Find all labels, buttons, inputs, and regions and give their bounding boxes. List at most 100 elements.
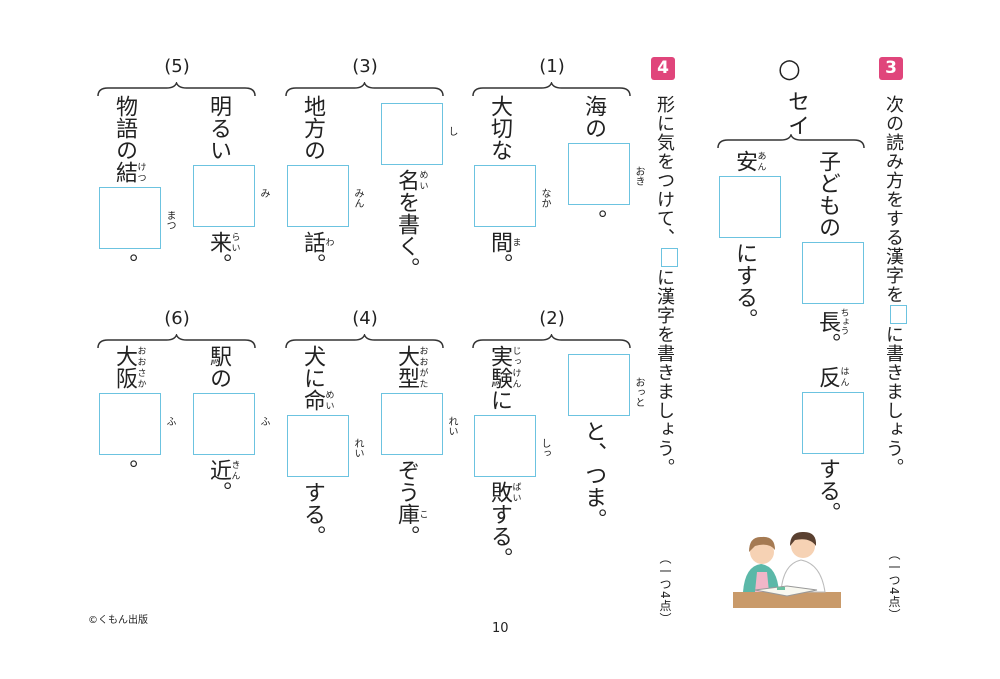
answer-box[interactable]: なか	[474, 165, 550, 227]
section-4-instruction: 形に気をつけて、に漢字を書きましょう。	[653, 95, 678, 477]
furigana: らい	[229, 231, 240, 253]
furigana: はん	[838, 365, 849, 388]
instruction-text: に漢字を書きましょう。	[654, 268, 675, 477]
item-brace	[97, 82, 256, 97]
sentence-text: ぞう	[394, 459, 419, 503]
instruction-text: に書きましょう。	[883, 325, 904, 477]
kanji-with-furigana: 名めい	[394, 169, 428, 191]
sentence-text: 。	[206, 481, 231, 503]
kanji-with-furigana: 大阪おおさか	[112, 345, 146, 389]
kanji-with-furigana: 安あん	[732, 150, 766, 172]
illustration-parent-child-reading	[733, 531, 841, 608]
sentence-text: 。	[394, 525, 419, 547]
furigana: わ	[323, 231, 334, 253]
kanji-with-furigana: 結けつ	[112, 161, 146, 183]
answer-box[interactable]	[802, 391, 864, 454]
page-number: 10	[492, 621, 509, 636]
sentence-text: 。	[206, 253, 231, 275]
box-furigana: ふ	[258, 416, 269, 426]
answer-box[interactable]	[802, 242, 864, 304]
sentence-text: 海の	[581, 95, 606, 139]
item-4-sentence-right: 大型おおがたれいぞう庫こ。	[380, 345, 457, 547]
item-1-sentence-left: 大切ななか間ま。	[473, 95, 550, 275]
sentence-text: 地方の	[300, 95, 325, 161]
sentence-text: 。	[112, 459, 137, 481]
item-brace	[285, 82, 444, 97]
section-3-score: （一つ4点）	[887, 548, 901, 622]
box-furigana: み	[258, 188, 269, 198]
box-furigana: まつ	[164, 210, 175, 230]
item-label: (6)	[164, 308, 190, 329]
kanji-with-furigana: 話わ	[300, 231, 334, 253]
furigana: ばい	[510, 481, 521, 503]
box-furigana: しっ	[539, 438, 550, 458]
box-furigana: れい	[446, 416, 457, 436]
answer-box[interactable]: れい	[287, 415, 363, 477]
sentence-text: 物語の	[112, 95, 137, 161]
item-brace	[285, 334, 444, 349]
answer-box[interactable]: ふ	[193, 393, 269, 455]
sentence-text: 駅の	[206, 345, 231, 389]
answer-box[interactable]: み	[193, 165, 269, 227]
reading-sentence-2: 安あんにする。	[718, 150, 781, 330]
item-brace	[472, 82, 631, 97]
furigana: おおさか	[135, 345, 146, 389]
kanji-with-furigana: 間ま	[487, 231, 521, 253]
box-furigana: なか	[539, 188, 550, 208]
answer-box[interactable]: ふ	[99, 393, 175, 455]
kanji-with-furigana: 大型おおがた	[394, 345, 428, 389]
answer-box[interactable]: れい	[381, 393, 457, 455]
item-4-sentence-left: 犬に命めいれいする。	[286, 345, 363, 547]
answer-box-icon	[889, 305, 907, 324]
copyright: ©くもん出版	[88, 615, 148, 626]
item-1-sentence-right: 海のおき。	[567, 95, 644, 231]
item-label: (3)	[352, 56, 378, 77]
furigana: めい	[417, 169, 428, 191]
answer-box[interactable]: みん	[287, 165, 363, 227]
item-label: (2)	[539, 308, 565, 329]
box-furigana: おっと	[633, 377, 644, 407]
furigana: ちょう	[838, 308, 849, 335]
box-furigana: おき	[633, 166, 644, 186]
answer-box[interactable]: まつ	[99, 187, 175, 249]
item-label: (4)	[352, 308, 378, 329]
sentence-text: する。	[300, 481, 325, 547]
box-furigana: みん	[352, 188, 363, 208]
sentence-text: 。	[112, 253, 137, 275]
furigana: きん	[229, 459, 240, 481]
instruction-text: 次の読み方をする漢字を	[883, 95, 904, 304]
item-3-sentence-left: 地方のみん話わ。	[286, 95, 363, 275]
answer-box[interactable]: おき	[568, 143, 644, 205]
section-4-score: （一つ4点）	[658, 552, 672, 626]
sentence-text: 大切な	[487, 95, 512, 161]
sentence-text: 。	[581, 209, 606, 231]
section-3-instruction: 次の読み方をする漢字をに書きましょう。	[882, 95, 907, 477]
sentence-text: 明るい	[206, 95, 231, 161]
answer-box[interactable]	[719, 176, 781, 238]
sentence-text: に	[487, 389, 512, 411]
box-furigana: ふ	[164, 416, 175, 426]
kanji-with-furigana: 来らい	[206, 231, 240, 253]
kanji-with-furigana: 庫こ	[394, 503, 428, 525]
item-6-sentence-right: 駅のふ近きん。	[192, 345, 269, 503]
furigana: めい	[323, 389, 334, 411]
sentence-text: 犬に	[300, 345, 325, 389]
answer-box[interactable]: しっ	[474, 415, 550, 477]
sentence-text: を書く。	[394, 191, 419, 279]
box-furigana: し	[446, 126, 457, 136]
item-label: (1)	[539, 56, 565, 77]
kanji-with-furigana: 近きん	[206, 459, 240, 481]
item-5-sentence-right: 明るいみ来らい。	[192, 95, 269, 275]
furigana: あん	[755, 150, 766, 172]
section-3-badge: 3	[879, 57, 903, 80]
furigana: けつ	[135, 161, 146, 183]
item-6-sentence-left: 大阪おおさかふ。	[98, 345, 175, 481]
item-2-sentence-right: おっとと、つま。	[567, 350, 644, 530]
reading-label: セイ	[784, 90, 809, 138]
box-furigana: れい	[352, 438, 363, 458]
sentence-text: と、つま。	[581, 420, 606, 530]
answer-box[interactable]: おっと	[568, 354, 644, 416]
answer-box-icon	[660, 248, 678, 267]
answer-box[interactable]: し	[381, 103, 457, 165]
kanji-with-furigana: 敗ばい	[487, 481, 521, 503]
